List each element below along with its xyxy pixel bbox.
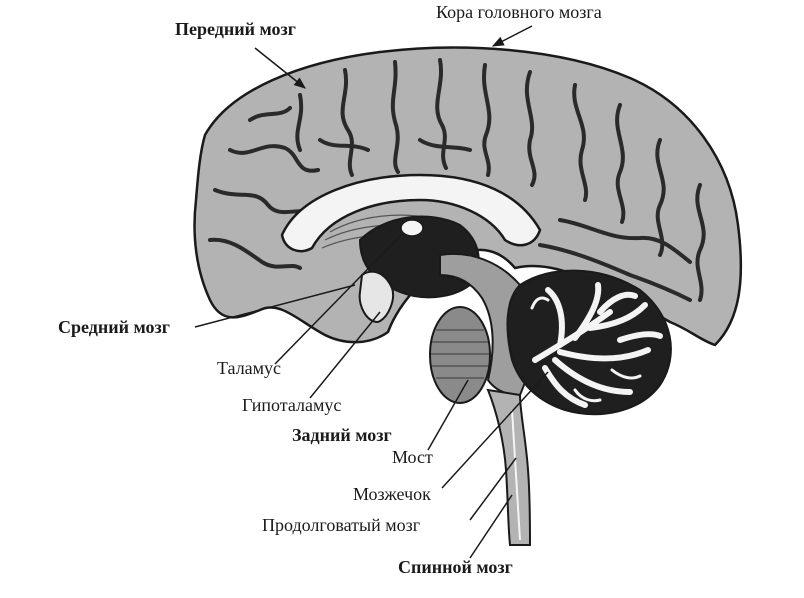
line-thalamus — [274, 233, 403, 365]
corpus-callosum — [280, 173, 542, 253]
line-spinal-cord — [469, 494, 513, 559]
label-midbrain: Средний мозг — [58, 317, 170, 337]
hypothalamus-region — [358, 270, 394, 324]
cortex-sulci — [208, 58, 706, 302]
label-medulla: Продолговатый мозг — [262, 515, 420, 535]
line-medulla — [469, 457, 517, 521]
pons-region — [429, 306, 491, 404]
label-hindbrain: Задний мозг — [292, 425, 392, 445]
line-hypothalamus — [309, 311, 381, 399]
line-midbrain — [194, 284, 356, 328]
label-pons: Мост — [392, 447, 433, 467]
label-cerebellum: Мозжечок — [353, 484, 431, 504]
label-cortex: Кора головного мозга — [436, 2, 602, 22]
thalamus-spot — [400, 219, 424, 237]
arrow-forebrain — [254, 47, 306, 89]
label-spinal-cord: Спинной мозг — [398, 557, 513, 577]
diagram-labels: Передний мозг Кора головного мозга Средн… — [58, 2, 602, 577]
pons-striations — [431, 329, 489, 379]
arbor-vitae — [532, 282, 663, 408]
leader-lines — [194, 25, 549, 559]
line-cerebellum — [441, 371, 549, 489]
arbor-vitae-fine — [530, 296, 642, 403]
central-canal — [511, 409, 521, 541]
brain-illustration — [193, 46, 743, 546]
arrow-cortex — [491, 25, 533, 47]
line-pons — [427, 379, 469, 451]
label-forebrain: Передний мозг — [175, 19, 296, 39]
label-thalamus: Таламус — [217, 358, 281, 378]
label-hypothalamus: Гипоталамус — [242, 395, 341, 415]
